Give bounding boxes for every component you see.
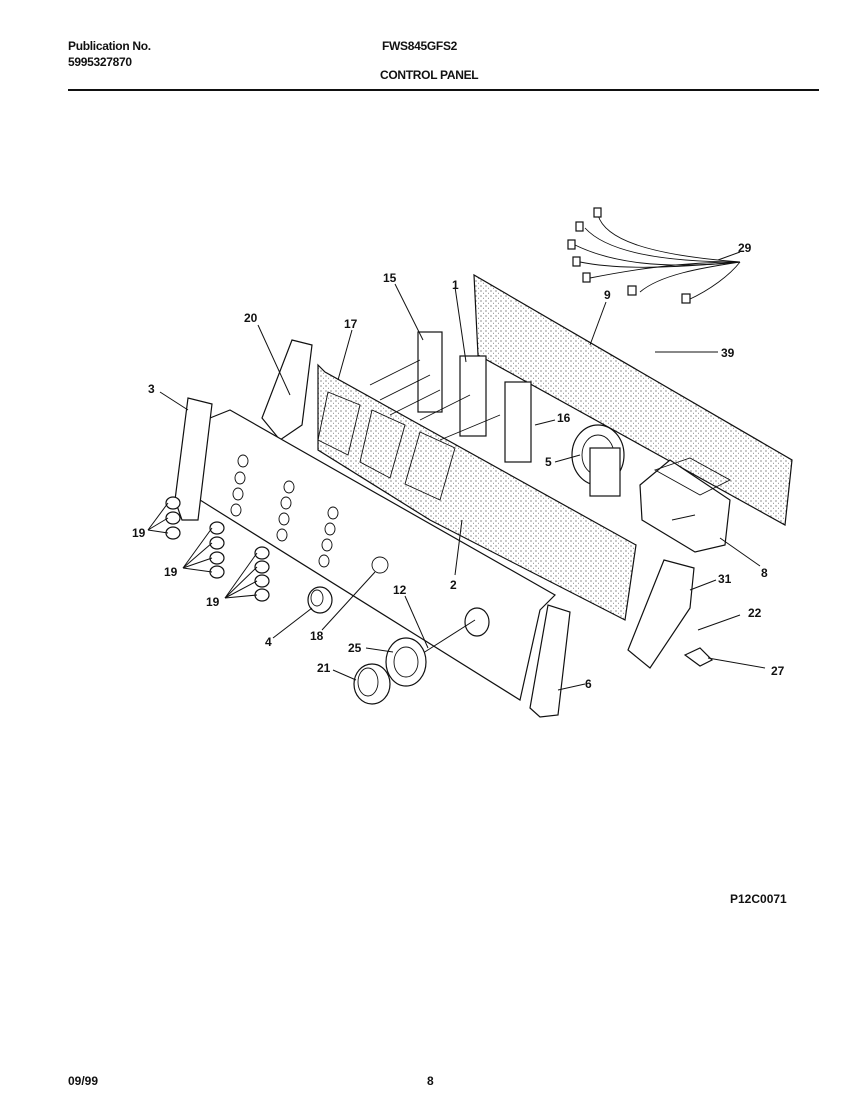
callout-22: 22 — [748, 606, 762, 620]
button-holes — [230, 454, 490, 637]
callout-19-middle: 19 — [164, 565, 178, 579]
publication-number: 5995327870 — [68, 55, 132, 69]
callout-6: 6 — [585, 677, 592, 691]
publication-label: Publication No. — [68, 39, 151, 53]
callout-17: 17 — [344, 317, 358, 331]
callout-9: 9 — [604, 288, 611, 302]
small-knob-part — [307, 586, 333, 614]
callout-25: 25 — [348, 641, 362, 655]
callout-15: 15 — [383, 271, 397, 285]
push-buttons-part — [165, 496, 270, 602]
clip-part — [683, 647, 714, 667]
callout-27: 27 — [771, 664, 785, 678]
shaft-part — [419, 619, 476, 656]
left-end-cap-part — [174, 397, 213, 521]
callout-2: 2 — [450, 578, 457, 592]
left-end-bracket-part — [261, 339, 313, 441]
callout-18: 18 — [310, 629, 324, 643]
switch-assembly-part — [369, 331, 532, 463]
callout-19-left: 19 — [132, 526, 146, 540]
callout-numbers: 1 2 3 4 5 6 8 9 12 15 16 17 18 19 19 19 … — [132, 241, 785, 691]
callout-29: 29 — [738, 241, 752, 255]
callout-16: 16 — [557, 411, 571, 425]
callout-leaders — [147, 251, 766, 691]
footer-date: 09/99 — [68, 1074, 99, 1088]
timer-motor-part — [571, 424, 625, 497]
frame-openings — [317, 391, 456, 501]
callout-31: 31 — [718, 572, 732, 586]
callout-5: 5 — [545, 455, 552, 469]
model-number: FWS845GFS2 — [382, 39, 458, 53]
right-end-bracket-part — [627, 559, 695, 669]
right-end-cap-part — [529, 604, 571, 718]
timer-module-part — [639, 457, 731, 553]
rear-panel-part — [473, 273, 793, 526]
section-title: CONTROL PANEL — [380, 68, 479, 82]
callout-20: 20 — [244, 311, 258, 325]
panel-frame-part — [317, 363, 637, 621]
callout-12: 12 — [393, 583, 407, 597]
callout-8: 8 — [761, 566, 768, 580]
wire-harness-part — [567, 207, 741, 304]
callout-39: 39 — [721, 346, 735, 360]
callout-21: 21 — [317, 661, 331, 675]
callout-4: 4 — [265, 635, 272, 649]
timer-knob-part — [353, 663, 391, 705]
figure-code: P12C0071 — [730, 892, 787, 906]
callout-19-lower: 19 — [206, 595, 220, 609]
callout-3: 3 — [148, 382, 155, 396]
dial-skirt-part — [385, 637, 427, 687]
header-rule — [68, 89, 819, 91]
callout-1: 1 — [452, 278, 459, 292]
page-number: 8 — [427, 1074, 434, 1088]
